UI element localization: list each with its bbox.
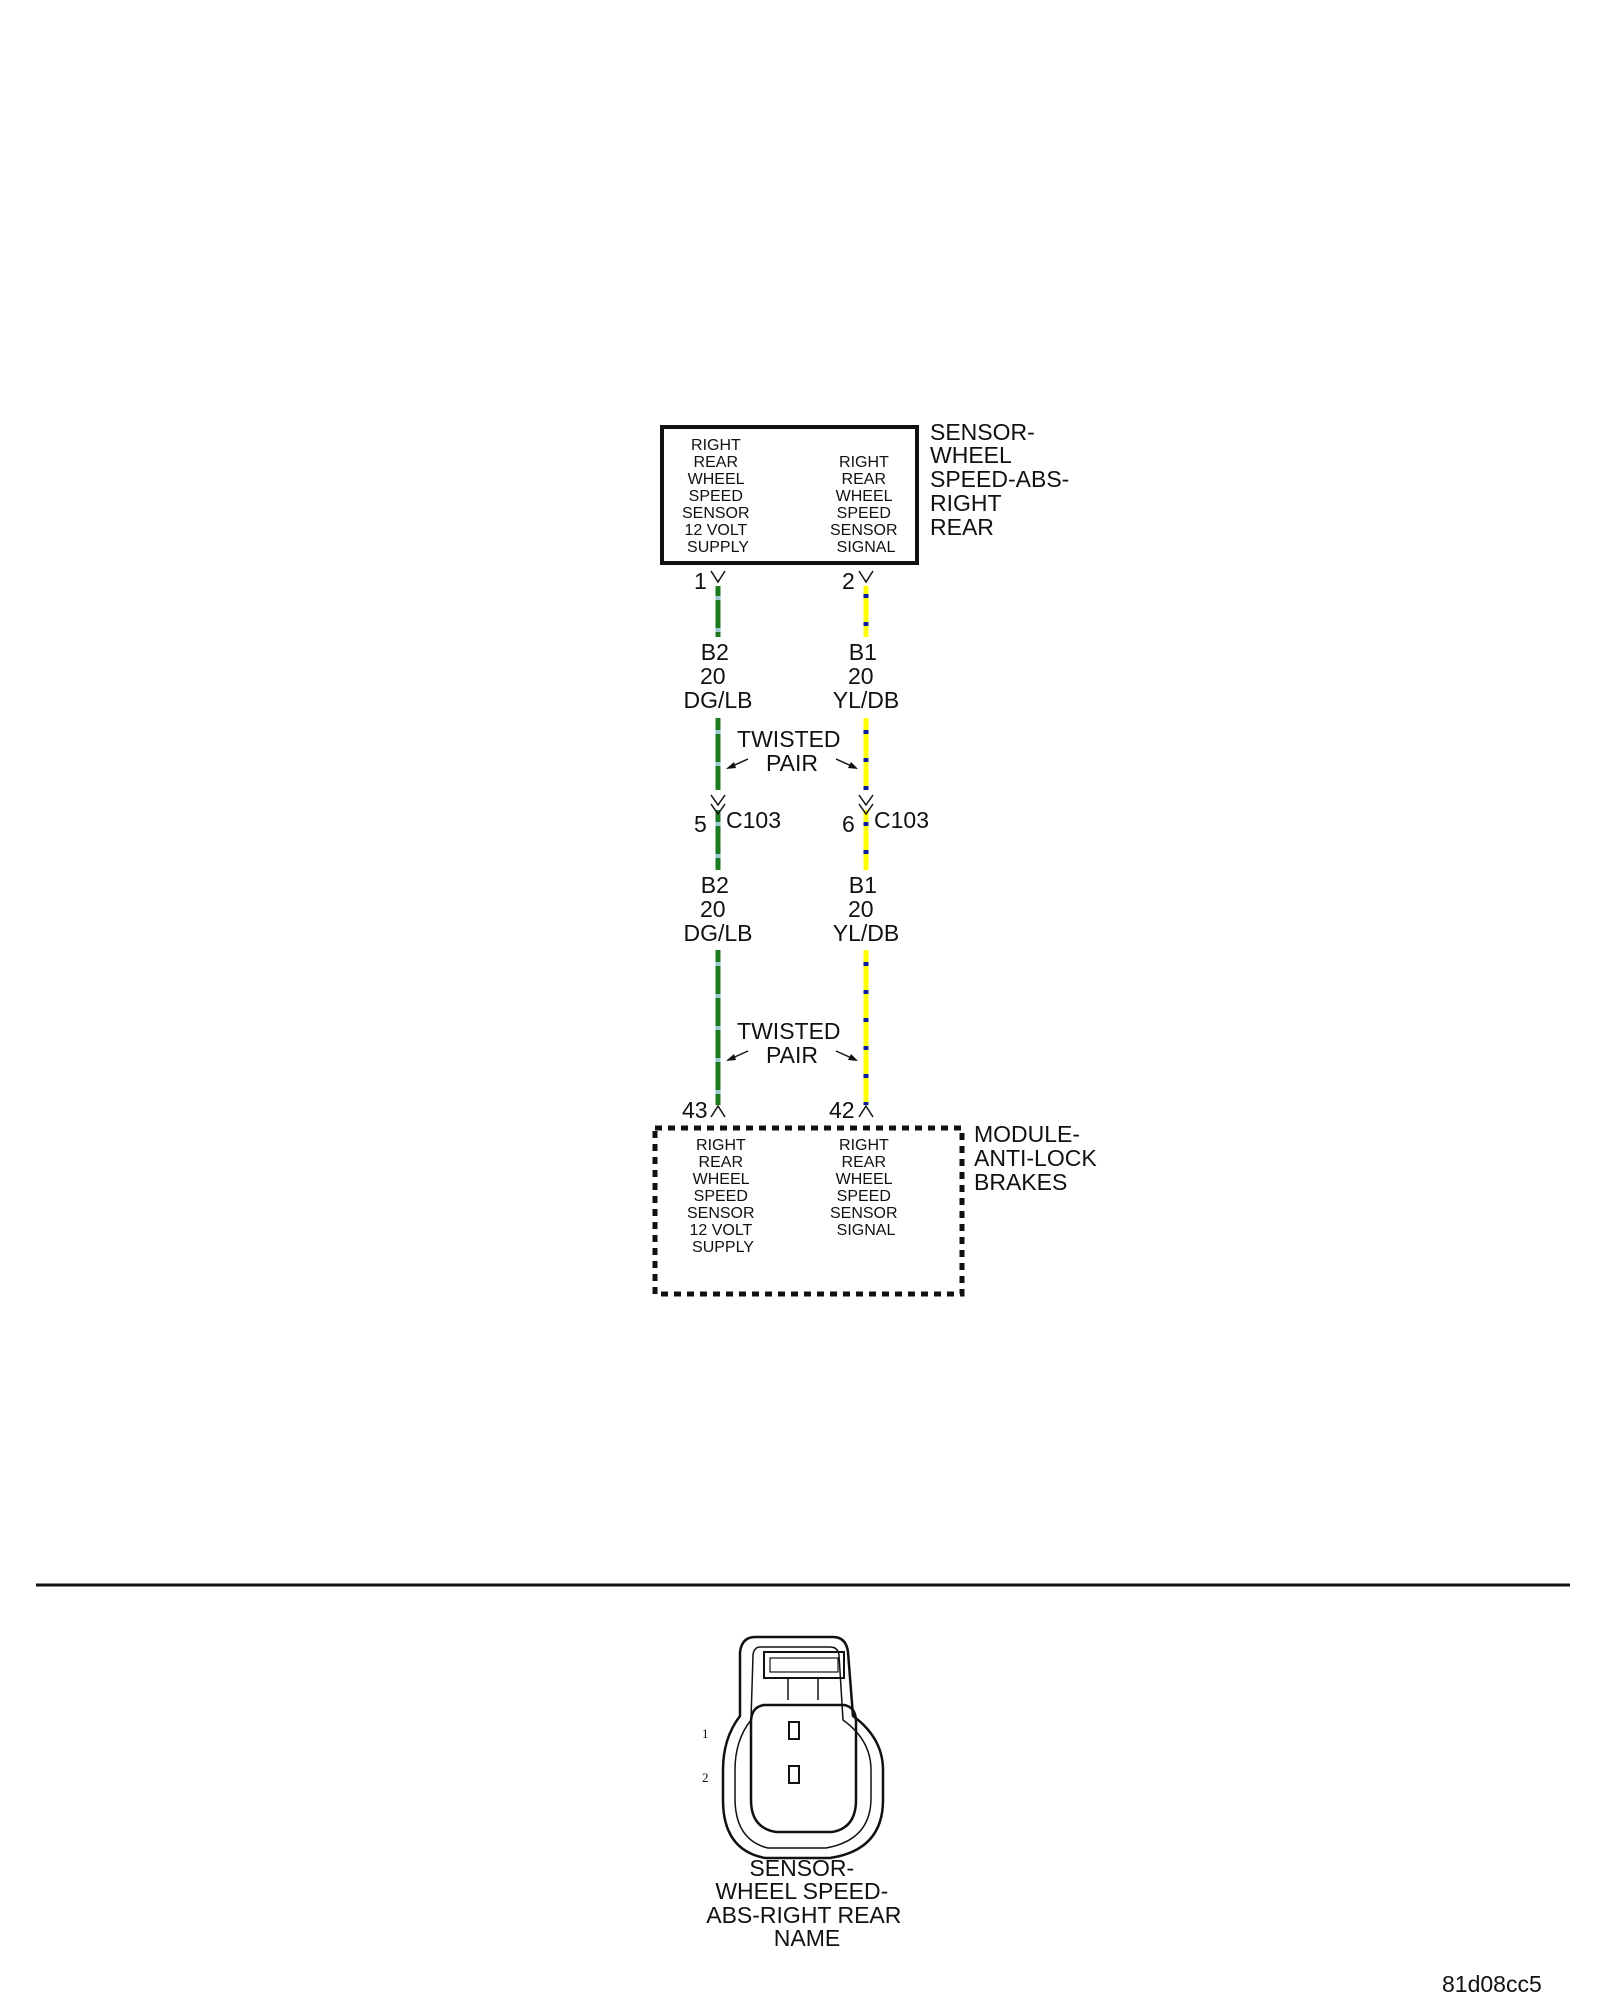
wire-label-right-lower: B1 20 YL/DB	[833, 872, 899, 946]
connector-cavity-outline	[749, 1703, 858, 1834]
sensor-component-box	[660, 425, 919, 565]
arrowhead-icon	[726, 1054, 736, 1061]
connector-pin-label-1: 1	[702, 1726, 709, 1741]
cavity-2-icon	[788, 1765, 800, 1784]
sensor-pin-2-terminal-icon	[858, 570, 874, 584]
connector-housing-outline	[721, 1635, 885, 1860]
sensor-pin-1-terminal-icon	[710, 570, 726, 584]
module-left-cavity-label: RIGHT REAR WHEEL SPEED SENSOR 12 VOLT SU…	[687, 1137, 759, 1256]
module-pin-42: 42	[829, 1097, 855, 1123]
arrowhead-icon	[848, 762, 858, 769]
module-right-cavity-label: RIGHT REAR WHEEL SPEED SENSOR SIGNAL	[830, 1137, 902, 1239]
module-pin-43-terminal-icon	[710, 1104, 726, 1118]
module-pin-42-terminal-icon	[858, 1104, 874, 1118]
c103-pin-6-terminal-icon	[858, 794, 874, 807]
c103-pin-5-terminal-icon	[710, 803, 726, 816]
wire-label-left-lower: B2 20 DG/LB	[683, 872, 752, 946]
arrowhead-icon	[726, 762, 736, 769]
connector-latch	[763, 1651, 845, 1679]
module-pin-43: 43	[682, 1097, 708, 1123]
sensor-left-cavity-label: RIGHT REAR WHEEL SPEED SENSOR 12 VOLT SU…	[682, 437, 754, 556]
twisted-pair-label-lower: TWISTED PAIR	[737, 1018, 847, 1068]
connector-latch-inner	[769, 1657, 839, 1673]
c103-pin-5-terminal-icon	[710, 794, 726, 807]
arrowhead-icon	[848, 1054, 858, 1061]
twisted-pair-label-upper: TWISTED PAIR	[737, 726, 847, 776]
connector-face-view-icon	[721, 1635, 885, 1860]
c103-connector-name-right: C103	[874, 807, 929, 833]
connector-view-caption: SENSOR- WHEEL SPEED- ABS-RIGHT REAR NAME	[706, 1855, 908, 1951]
module-component-box	[652, 1125, 965, 1297]
c103-pin-6: 6	[842, 811, 855, 837]
c103-connector-name-left: C103	[726, 807, 781, 833]
figure-code: 81d08cc5	[1442, 1971, 1542, 1997]
sensor-right-cavity-label: RIGHT REAR WHEEL SPEED SENSOR SIGNAL	[830, 454, 902, 556]
c103-pin-5: 5	[694, 811, 707, 837]
wire-label-left-upper: B2 20 DG/LB	[683, 639, 752, 713]
sensor-pin-1: 1	[694, 568, 707, 594]
module-component-name: MODULE- ANTI-LOCK BRAKES	[974, 1121, 1103, 1195]
wire-label-right-upper: B1 20 YL/DB	[833, 639, 899, 713]
sensor-component-name: SENSOR- WHEEL SPEED-ABS- RIGHT REAR	[930, 419, 1076, 540]
sensor-pin-2: 2	[842, 568, 855, 594]
cavity-1-icon	[788, 1721, 800, 1740]
c103-pin-6-terminal-icon	[858, 803, 874, 816]
connector-pin-label-2: 2	[702, 1770, 709, 1785]
